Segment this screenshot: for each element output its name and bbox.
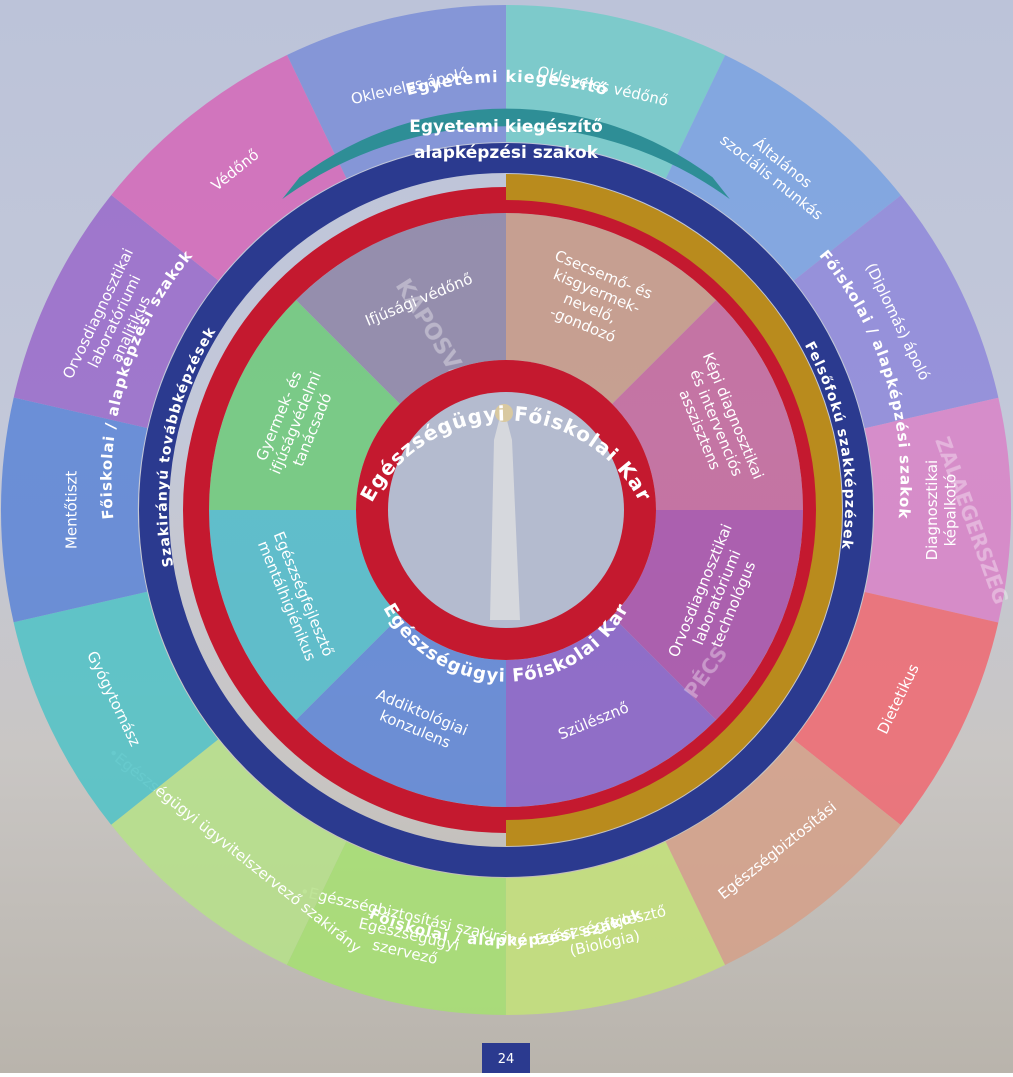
tower-illustration: [490, 405, 520, 620]
outer-segment: [13, 195, 219, 428]
outer-label: Diagnosztikaiképalkotó: [923, 460, 959, 561]
outer-segment: [506, 5, 726, 179]
outer-segment: [0, 397, 148, 623]
inner-segment: [506, 213, 716, 404]
outer-segment: [665, 55, 901, 281]
inner-segment: [612, 510, 803, 720]
top-teal-band: [282, 108, 730, 200]
inner-segment: [296, 213, 506, 404]
outer-segment: [286, 841, 506, 1015]
top-band-line-2: alapképzési szakok: [414, 143, 599, 163]
inner-segment: [209, 300, 400, 510]
inner-label: Képi diagnosztikaiés intervenciósasszisz…: [665, 350, 767, 496]
outer-segment: [111, 739, 347, 965]
outer-segment: [505, 841, 725, 1015]
outer-navy-band: [139, 143, 873, 877]
outer-segment: [665, 739, 901, 965]
inner-segment: [506, 616, 716, 807]
outer-segment: [793, 592, 999, 825]
outer-segment: [287, 4, 507, 179]
inner-segment: [296, 616, 506, 807]
top-band-line-1: Egyetemi kiegészítő: [409, 117, 603, 137]
tower-orb: [495, 404, 513, 422]
inner-segment: [209, 510, 400, 720]
outer-segment: [13, 591, 219, 825]
inner-ring: Csecsemő- éskisgyermek-nevelő,-gondozóKé…: [209, 213, 803, 807]
outer-label: Mentőtiszt: [62, 471, 80, 549]
page-number-badge: 24: [482, 1043, 530, 1073]
outer-segment: [793, 195, 999, 429]
outer-segment: [864, 397, 1012, 623]
inner-segment: [612, 300, 803, 510]
inner-gold-band: [505, 174, 842, 846]
outer-segment: [111, 55, 347, 281]
top-band-labels: Egyetemi kiegészítő alapképzési szakok: [409, 117, 603, 163]
